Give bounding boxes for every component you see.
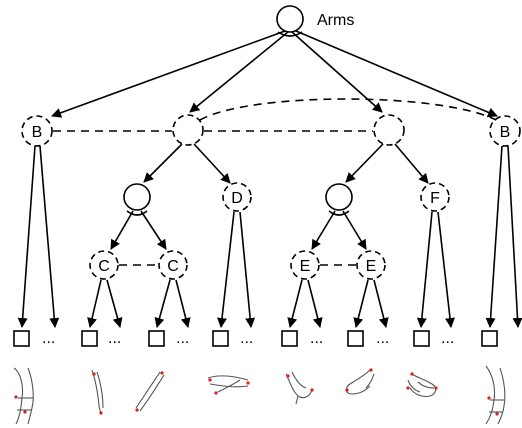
edge-e-left-leaf1 bbox=[287, 279, 303, 328]
node-b-right-label: B bbox=[500, 124, 511, 141]
and-left-arc bbox=[126, 210, 148, 216]
edge-and-right-e1 bbox=[311, 210, 336, 250]
arm-sketch-8 bbox=[485, 365, 506, 425]
edge-c-right-leaf2 bbox=[175, 279, 191, 328]
arm-sketch-4 bbox=[207, 375, 250, 395]
leaf-square-2 bbox=[81, 330, 98, 347]
node-f bbox=[420, 182, 450, 212]
node-c-right-label: C bbox=[167, 258, 179, 275]
node-c-left-label: C bbox=[98, 258, 110, 275]
root-node bbox=[276, 5, 304, 33]
leaf-ellipsis-6: ... bbox=[376, 330, 389, 347]
node-b-right bbox=[489, 115, 521, 147]
leaf-ellipsis-4: ... bbox=[240, 330, 253, 347]
leaf-square-6 bbox=[347, 330, 364, 347]
node-f-label: F bbox=[430, 190, 440, 207]
arm-sketch-3 bbox=[135, 371, 165, 412]
leaf-square-4 bbox=[212, 330, 229, 347]
leaf-square-1 bbox=[13, 330, 30, 347]
edge-and-left-c2 bbox=[140, 210, 167, 250]
node-c-right bbox=[158, 250, 188, 280]
arm-sketch-6 bbox=[345, 368, 375, 395]
edge-e-right-leaf1 bbox=[353, 279, 369, 328]
edge-or-left-and-left bbox=[143, 143, 183, 183]
edge-b-right-leaf1 bbox=[485, 145, 503, 328]
node-and-left bbox=[123, 183, 151, 211]
and-right-arc bbox=[328, 210, 350, 216]
edge-c-left-leaf2 bbox=[106, 279, 123, 328]
leaf-ellipsis-3: ... bbox=[176, 330, 189, 347]
node-and-right bbox=[325, 183, 353, 211]
node-or-left bbox=[172, 114, 204, 146]
node-b-left bbox=[21, 115, 53, 147]
edge-b-left-leaf2 bbox=[39, 145, 60, 328]
arm-sketch-7 bbox=[406, 372, 438, 398]
edge-b-right-leaf2 bbox=[507, 145, 522, 328]
edge-b-left-leaf1 bbox=[17, 145, 36, 328]
node-or-right bbox=[373, 114, 405, 146]
node-e-right-label: E bbox=[366, 258, 377, 275]
node-e-left bbox=[290, 250, 320, 280]
edge-or-left-d bbox=[193, 143, 231, 184]
node-d bbox=[222, 182, 252, 212]
edge-f-leaf1 bbox=[416, 211, 433, 328]
edge-c-left-leaf1 bbox=[87, 279, 102, 328]
root-label: Arms bbox=[317, 12, 354, 29]
leaf-ellipsis-1: ... bbox=[42, 330, 55, 347]
leaf-square-8 bbox=[481, 330, 498, 347]
edge-f-leaf2 bbox=[437, 211, 455, 328]
node-c-left bbox=[89, 250, 119, 280]
leaf-ellipsis-7: ... bbox=[441, 330, 454, 347]
edge-root-b-right bbox=[295, 30, 498, 118]
node-b-left-label: B bbox=[32, 124, 43, 141]
leaf-square-5 bbox=[281, 330, 298, 347]
edge-root-or1 bbox=[189, 31, 289, 113]
arm-sketch-1 bbox=[13, 367, 34, 425]
arm-sketch-2 bbox=[91, 369, 104, 415]
edge-and-right-e2 bbox=[342, 210, 367, 250]
link-arc-or-left-b-right bbox=[199, 98, 497, 121]
edge-or-right-and-right bbox=[345, 143, 384, 183]
edge-e-right-leaf2 bbox=[373, 279, 389, 328]
leaf-ellipsis-2: ... bbox=[108, 330, 121, 347]
edge-c-right-leaf1 bbox=[154, 279, 171, 328]
edge-or-right-f bbox=[394, 143, 429, 184]
leaf-square-3 bbox=[148, 330, 165, 347]
leaf-square-7 bbox=[413, 330, 430, 347]
edge-d-leaf1 bbox=[217, 211, 235, 328]
node-e-right bbox=[356, 250, 386, 280]
node-e-left-label: E bbox=[300, 258, 311, 275]
edge-and-left-c1 bbox=[110, 210, 134, 250]
edge-e-left-leaf2 bbox=[307, 279, 323, 328]
arm-sketch-5 bbox=[285, 371, 314, 405]
edge-d-leaf2 bbox=[239, 211, 256, 328]
leaf-ellipsis-5: ... bbox=[310, 330, 323, 347]
edge-root-b-left bbox=[51, 30, 286, 118]
node-d-label: D bbox=[231, 190, 243, 207]
